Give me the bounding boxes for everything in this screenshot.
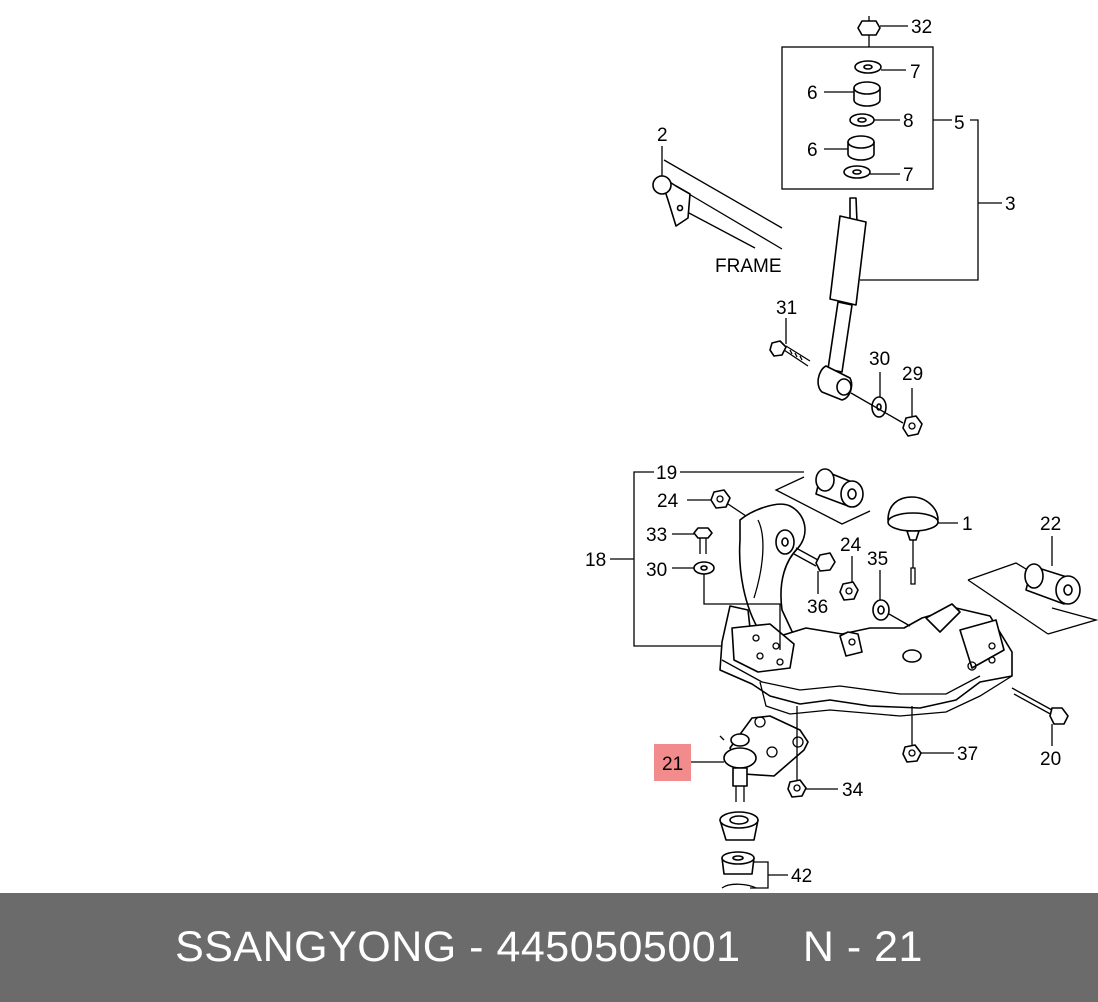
callout-22: 22 [1040, 514, 1061, 535]
callout-3: 3 [1005, 194, 1016, 215]
callout-7: 7 [903, 165, 914, 186]
bump-stop [887, 496, 939, 585]
top-nut [857, 16, 881, 36]
callout-24: 24 [840, 535, 862, 556]
upper-arm-bolt [793, 547, 836, 572]
shock-washer [871, 396, 887, 418]
upper-arm-assembly [710, 468, 871, 641]
callout-labels: 32 7 6 8 5 6 7 2 3 31 30 29 19 24 1 22 3… [585, 17, 1061, 887]
shock-nut [902, 415, 923, 437]
dust-boot [719, 811, 759, 841]
frame-section [652, 159, 783, 250]
parts-diagram: 32 7 6 8 5 6 7 2 3 31 30 29 19 24 1 22 3… [585, 16, 1098, 889]
highlight-box [654, 744, 691, 781]
callout-37: 37 [957, 744, 978, 765]
callout-19: 19 [656, 463, 677, 484]
shock-absorber [817, 197, 867, 401]
lower-crossmember [719, 581, 1013, 717]
rubber-bushing-top [853, 81, 881, 107]
rubber-bushing-bottom [847, 135, 875, 161]
callout-35: 35 [867, 549, 888, 570]
callout-6: 6 [807, 140, 818, 161]
crossmember-washer [872, 599, 890, 621]
callout-30: 30 [869, 349, 890, 370]
shock-absorber-assembly [769, 16, 934, 437]
washer-top [854, 60, 882, 74]
callout-20: 20 [1040, 749, 1061, 770]
upper-arm-bushing [815, 468, 864, 508]
shock-bolt [769, 340, 811, 367]
bushing-kit-box [781, 46, 934, 190]
castle-nut [721, 851, 755, 875]
cotter-pin [721, 883, 757, 889]
callout-2: 2 [657, 125, 668, 146]
crossmember-bottom-nut [902, 744, 922, 763]
upper-arm-nut [710, 489, 731, 509]
washer-bottom [843, 165, 871, 179]
frame-label: FRAME [715, 256, 782, 277]
callout-32: 32 [911, 17, 932, 38]
ball-joint-nut [787, 779, 807, 798]
callout-30: 30 [646, 560, 667, 581]
ball-joint [719, 715, 809, 802]
leader-lines [610, 25, 1053, 889]
callout-31: 31 [776, 298, 797, 319]
spacer-washer [849, 113, 875, 127]
callout-18: 18 [585, 550, 606, 571]
lower-arm-bushing [967, 562, 1098, 635]
part-number-banner: SSANGYONG - 4450505001 N - 21 [0, 893, 1098, 1002]
callout-34: 34 [842, 780, 864, 801]
callout-8: 8 [903, 111, 914, 132]
mounting-washer [693, 561, 715, 575]
mounting-bolt [693, 527, 713, 554]
callout-7: 7 [910, 62, 921, 83]
callout-24: 24 [657, 491, 679, 512]
callout-1: 1 [962, 514, 973, 535]
part-number-text: SSANGYONG - 4450505001 N - 21 [175, 923, 923, 971]
callout-33: 33 [646, 525, 667, 546]
crossmember-nut [839, 581, 859, 601]
callout-42: 42 [791, 866, 812, 887]
callout-6: 6 [807, 83, 818, 104]
callout-21: 21 [662, 754, 683, 775]
callout-29: 29 [902, 364, 923, 385]
callout-36: 36 [807, 597, 828, 618]
crossmember-bolt [1011, 687, 1069, 725]
callout-5: 5 [954, 113, 965, 134]
